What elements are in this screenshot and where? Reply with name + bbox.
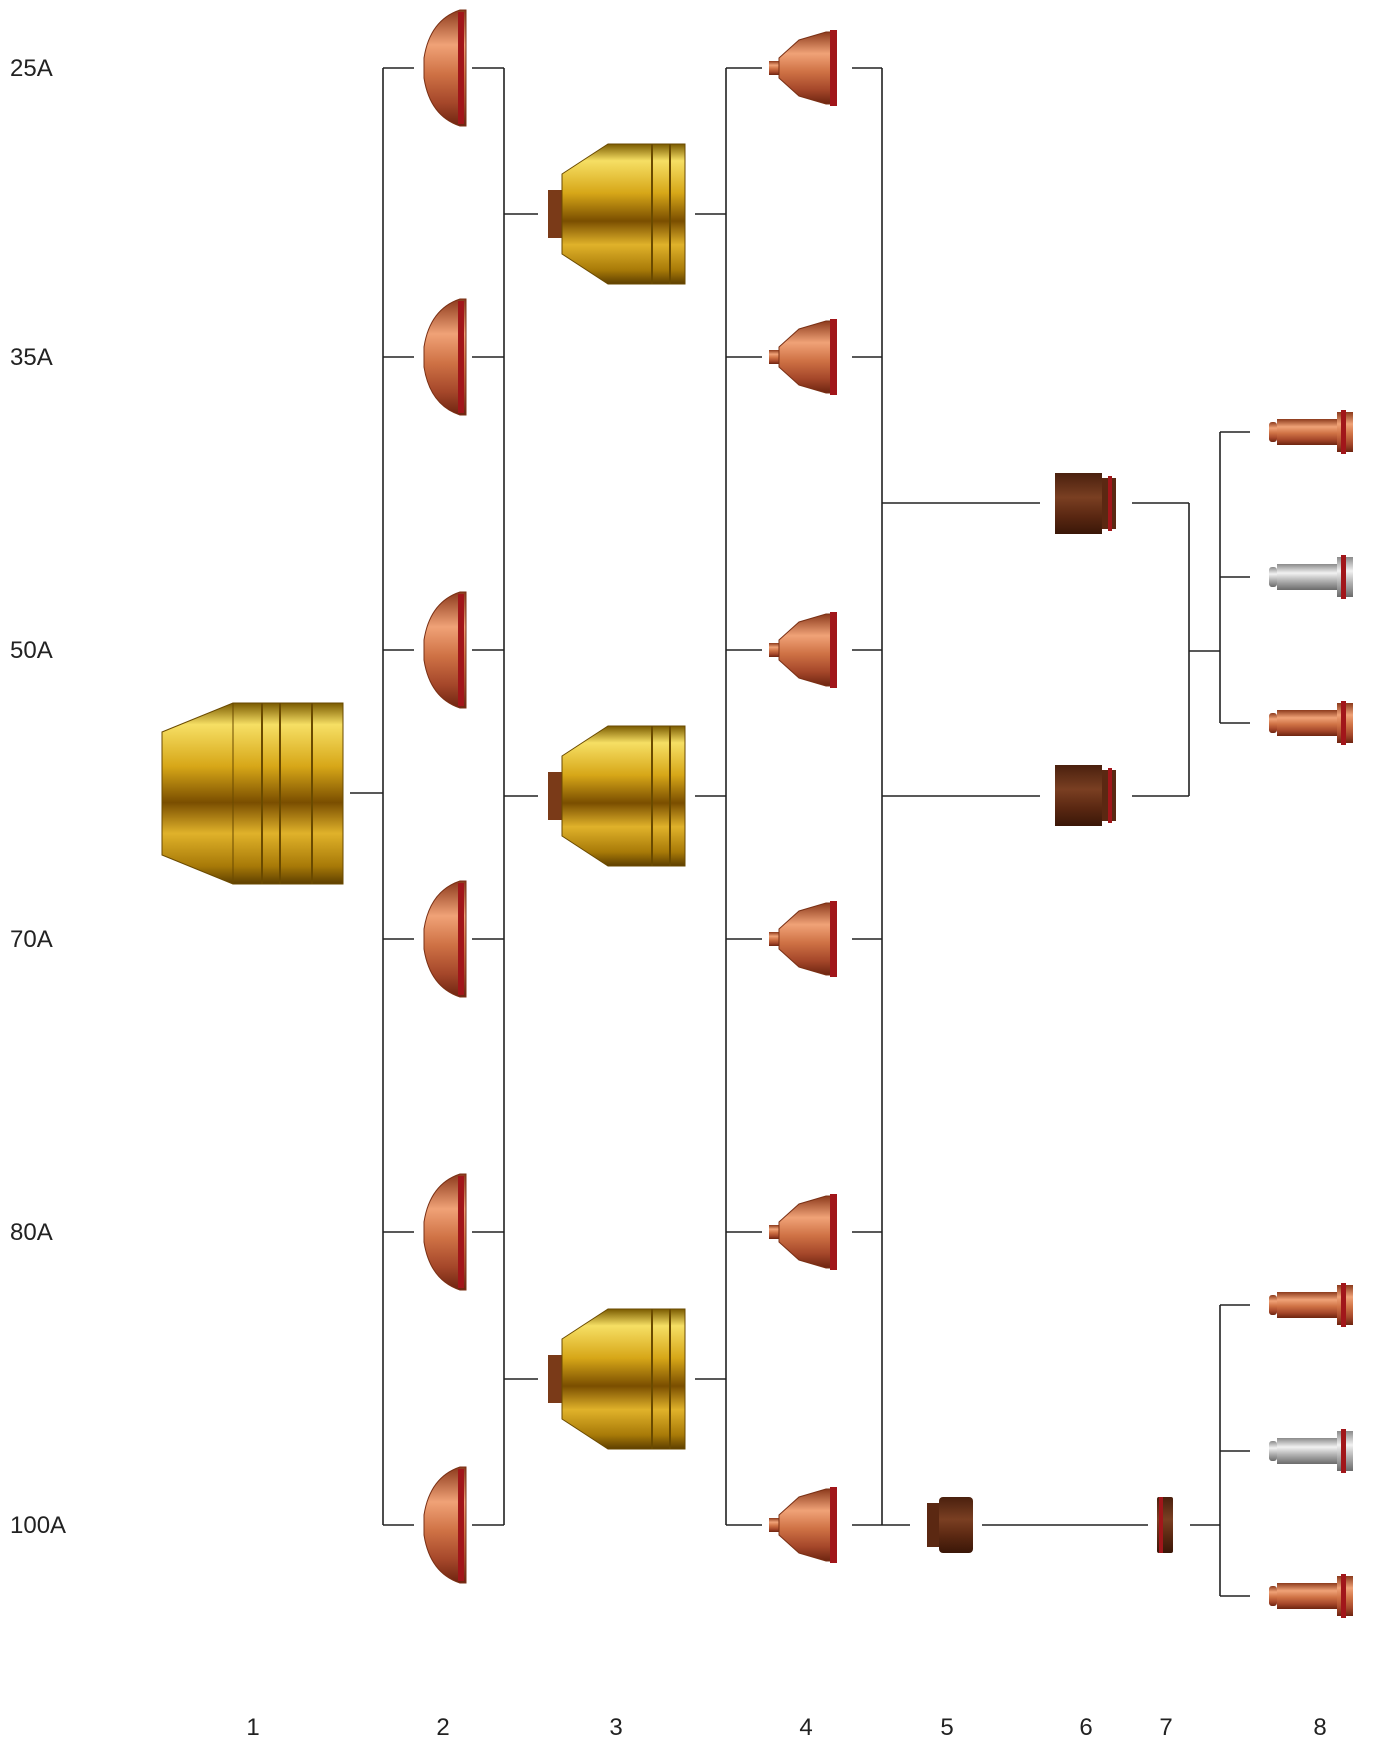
column-number-7: 7 <box>1159 1714 1172 1741</box>
shield-100a <box>423 1466 467 1584</box>
caps <box>548 143 686 1450</box>
cap-upper <box>548 143 686 285</box>
amperage-label-100a: 100A <box>10 1512 66 1539</box>
shield-70a <box>423 880 467 998</box>
column-numbers: 1 2 3 4 5 6 7 8 <box>246 1714 1326 1741</box>
nozzle-50a <box>769 612 837 688</box>
shield-80a <box>423 1173 467 1291</box>
electrode-2 <box>1269 555 1353 599</box>
column-number-8: 8 <box>1313 1714 1326 1741</box>
electrode-5 <box>1269 1429 1353 1473</box>
cap-middle <box>548 725 686 867</box>
swirl-ring-upper <box>1055 473 1116 534</box>
nozzle-25a <box>769 30 837 106</box>
amperage-label-25a: 25A <box>10 55 53 82</box>
shield-25a <box>423 9 467 127</box>
shield-35a <box>423 298 467 416</box>
nozzle-35a <box>769 319 837 395</box>
column-number-3: 3 <box>609 1714 622 1741</box>
cap-lower <box>548 1308 686 1450</box>
amperage-label-50a: 50A <box>10 637 53 664</box>
electrode-1 <box>1269 410 1353 454</box>
column-number-5: 5 <box>940 1714 953 1741</box>
amperage-label-80a: 80A <box>10 1219 53 1246</box>
column-number-2: 2 <box>436 1714 449 1741</box>
column-number-4: 4 <box>799 1714 812 1741</box>
nozzles <box>769 30 837 1563</box>
electrodes <box>1269 410 1353 1618</box>
shields <box>423 9 467 1584</box>
electrode-4 <box>1269 1283 1353 1327</box>
column-number-6: 6 <box>1079 1714 1092 1741</box>
amperage-labels: 25A 35A 50A 70A 80A 100A <box>10 55 66 1539</box>
shield-50a <box>423 591 467 709</box>
swirl-rings <box>1055 473 1116 826</box>
electrode-6 <box>1269 1574 1353 1618</box>
nozzle-80a <box>769 1194 837 1270</box>
spacer-ring <box>1157 1497 1173 1553</box>
amperage-label-70a: 70A <box>10 926 53 953</box>
connector-lines <box>350 67 1250 1597</box>
amperage-label-35a: 35A <box>10 344 53 371</box>
nozzle-100a <box>769 1487 837 1563</box>
retaining-cap <box>161 702 344 885</box>
electrode-3 <box>1269 701 1353 745</box>
column-number-1: 1 <box>246 1714 259 1741</box>
swirl-ring-100a <box>927 1497 973 1553</box>
nozzle-70a <box>769 901 837 977</box>
swirl-ring-lower <box>1055 765 1116 826</box>
